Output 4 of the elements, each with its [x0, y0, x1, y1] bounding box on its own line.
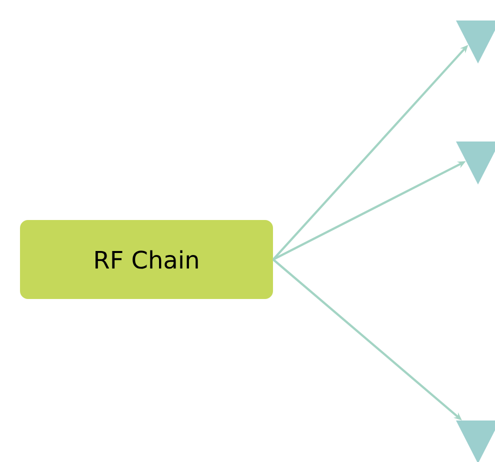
antenna-triangle: [456, 420, 495, 462]
antenna-triangle: [456, 142, 495, 185]
process-box: RF Chain: [20, 220, 273, 299]
antenna-triangle: [456, 20, 495, 64]
